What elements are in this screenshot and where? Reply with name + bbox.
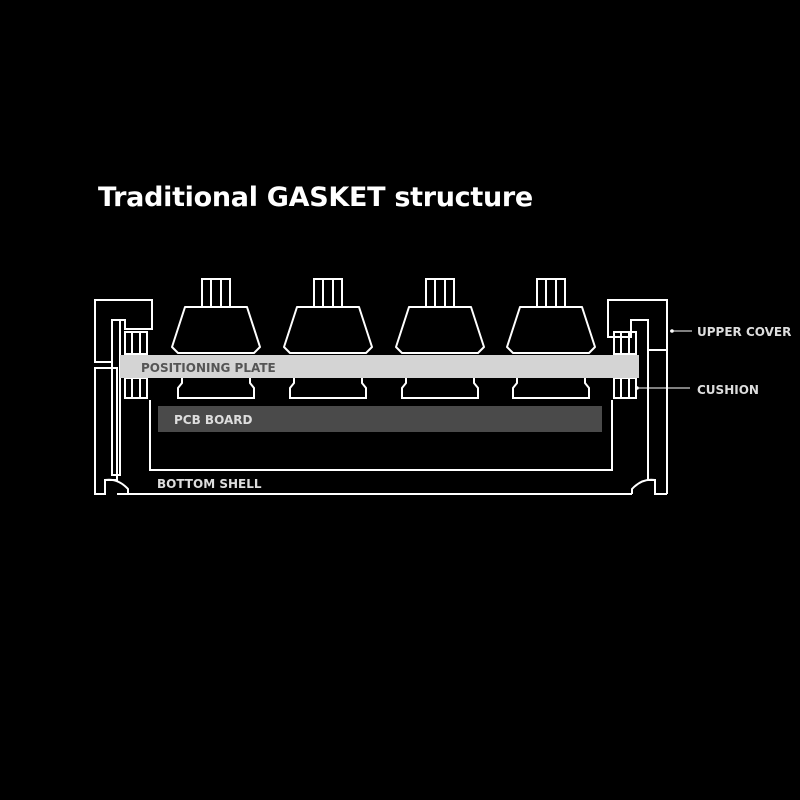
switch-3 xyxy=(395,278,485,429)
diagram-title: Traditional GASKET structure xyxy=(98,182,533,213)
switch-2 xyxy=(283,278,373,429)
pcb-board xyxy=(158,406,602,432)
upper-cover-right xyxy=(607,299,668,495)
switch-1 xyxy=(171,278,261,429)
switch-4 xyxy=(506,278,596,429)
cushion-left xyxy=(111,319,148,476)
pcb-board-label: PCB BOARD xyxy=(174,413,252,427)
bottom-shell-label: BOTTOM SHELL xyxy=(157,477,262,491)
positioning-plate-label: POSITIONING PLATE xyxy=(141,361,276,375)
cushion-leader xyxy=(635,386,690,390)
bottom-shell xyxy=(104,400,656,495)
upper-cover-label: UPPER COVER xyxy=(697,325,791,339)
upper-cover-leader xyxy=(670,329,692,333)
cushion-label: CUSHION xyxy=(697,383,759,397)
positioning-plate xyxy=(120,355,639,378)
